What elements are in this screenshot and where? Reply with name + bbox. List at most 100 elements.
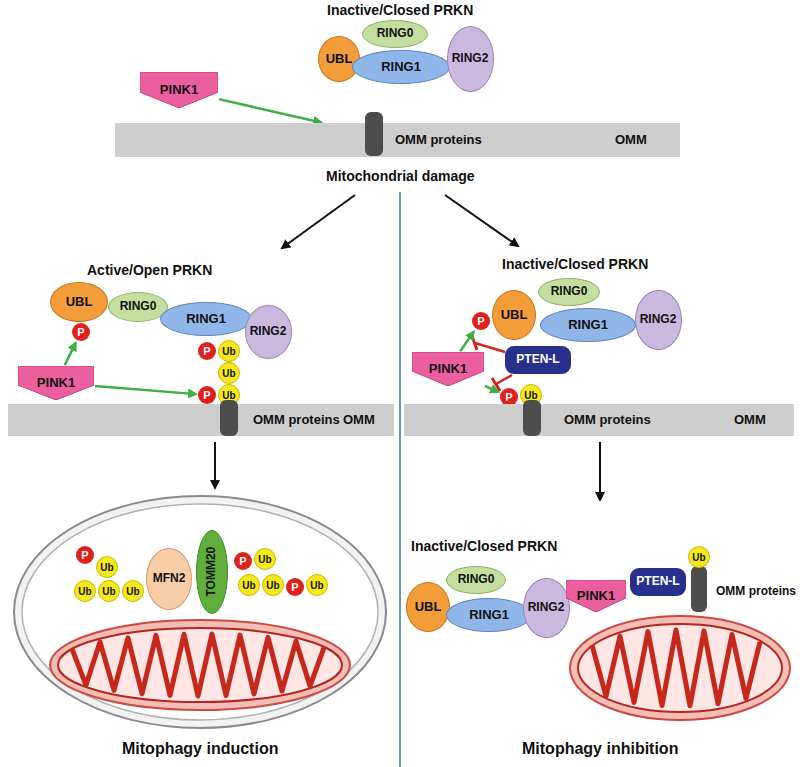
- flow-arrow: [445, 195, 518, 246]
- annotation-label: OMM proteins: [714, 584, 798, 598]
- node-label: RING1: [469, 608, 509, 622]
- node-label: PINK1: [37, 376, 75, 390]
- phospho-circle: P: [234, 552, 252, 570]
- node-label: Ub: [78, 586, 91, 597]
- ring0-domain: RING0: [538, 278, 600, 306]
- node-label: OMM proteins: [395, 133, 482, 147]
- node-label: Ub: [524, 390, 537, 401]
- ring2-domain: RING2: [447, 26, 494, 92]
- node-label: PTEN-L: [636, 575, 679, 588]
- panel-divider: [399, 192, 401, 767]
- omm-protein-cylinder: [691, 566, 707, 612]
- node-label: OMM: [734, 413, 766, 427]
- ring0-domain: RING0: [362, 20, 428, 48]
- ring1-domain: RING1: [446, 598, 532, 632]
- node-label: UBL: [501, 308, 528, 322]
- ubiquitin-circle: Ub: [306, 574, 328, 596]
- ubl-domain: UBL: [492, 290, 536, 340]
- node-label: P: [203, 389, 210, 401]
- node-label: P: [77, 326, 84, 338]
- ubiquitin-circle: Ub: [122, 580, 144, 602]
- ubl-domain: UBL: [50, 282, 108, 322]
- phosphorylation-arrow: [95, 386, 196, 394]
- ubiquitin-circle: Ub: [218, 362, 240, 384]
- node-label: UBL: [415, 600, 442, 614]
- node-label: OMM: [343, 413, 375, 427]
- tomm20-protein: TOMM20: [196, 530, 228, 614]
- annotation-label: Inactive/Closed PRKN: [325, 2, 475, 18]
- node-label: Ub: [222, 346, 235, 357]
- phosphorylation-arrow: [219, 99, 321, 122]
- inhibition-line: [475, 343, 505, 352]
- node-label: Ub: [266, 580, 279, 591]
- ring1-domain: RING1: [160, 302, 252, 336]
- flow-arrow: [282, 195, 355, 248]
- node-label: RING2: [640, 313, 677, 326]
- ring2-domain: RING2: [523, 578, 570, 638]
- annotation-label: Inactive/Closed PRKN: [409, 538, 559, 554]
- ubiquitin-circle: Ub: [218, 340, 240, 362]
- node-label: P: [203, 345, 210, 357]
- inhibition-line: [496, 375, 512, 384]
- flow-arrow: [214, 442, 216, 488]
- annotation-label: Mitophagy induction: [120, 740, 280, 758]
- omm-protein-cylinder: [523, 400, 541, 436]
- mitochondrion: [570, 616, 790, 720]
- node-label: RING0: [458, 573, 495, 586]
- omm-protein-cylinder: [365, 112, 383, 156]
- phosphorylation-arrow: [485, 386, 498, 392]
- ring2-domain: RING2: [635, 290, 682, 350]
- annotation-label: Active/Open PRKN: [85, 262, 214, 278]
- node-label: OMM proteins: [253, 413, 340, 427]
- node-label: RING1: [568, 318, 608, 332]
- node-label: OMM: [615, 133, 647, 147]
- node-label: UBL: [66, 295, 93, 309]
- outer-membrane-band: OMM proteins OMM: [115, 123, 680, 157]
- pten-l-box: PTEN-L: [630, 568, 686, 596]
- pink1-kinase: PINK1: [412, 352, 484, 386]
- ring2-domain: RING2: [245, 305, 292, 359]
- node-label: RING0: [120, 300, 157, 313]
- annotation-label: Mitophagy inhibition: [520, 740, 680, 758]
- node-label: Ub: [222, 390, 235, 401]
- ring0-domain: RING0: [446, 566, 506, 594]
- node-label: Ub: [258, 554, 271, 565]
- outer-membrane-band: OMM proteinsOMM: [8, 404, 394, 436]
- node-label: P: [477, 315, 484, 327]
- annotation-label: Mitochondrial damage: [324, 168, 477, 184]
- node-label: RING2: [528, 601, 565, 614]
- node-label: RING2: [250, 325, 287, 338]
- phospho-circle: P: [72, 323, 90, 341]
- autophagosome: [14, 496, 386, 728]
- ubiquitin-circle: Ub: [688, 546, 710, 568]
- pink1-kinase: PINK1: [566, 580, 626, 612]
- ring1-domain: RING1: [352, 50, 450, 84]
- flow-arrow: [599, 442, 601, 500]
- phosphorylation-arrow: [460, 332, 473, 352]
- node-label: RING0: [551, 285, 588, 298]
- ubiquitin-circle: Ub: [74, 580, 96, 602]
- node-label: P: [239, 555, 246, 567]
- inhibition-bar: [472, 336, 477, 350]
- node-label: Ub: [102, 586, 115, 597]
- pten-l-box: PTEN-L: [505, 346, 571, 374]
- node-label: P: [505, 391, 512, 403]
- node-label: PINK1: [429, 362, 467, 376]
- phosphorylation-arrow: [65, 343, 76, 365]
- annotation-label: Inactive/Closed PRKN: [500, 256, 650, 272]
- node-label: RING1: [186, 312, 226, 326]
- ubiquitin-circle: Ub: [98, 580, 120, 602]
- node-label: RING0: [377, 27, 414, 40]
- pink1-kinase: PINK1: [140, 72, 218, 108]
- phospho-circle: P: [198, 386, 216, 404]
- node-label: MFN2: [153, 572, 186, 585]
- ring0-domain: RING0: [108, 292, 168, 322]
- node-label: Ub: [222, 368, 235, 379]
- node-label: P: [291, 581, 298, 593]
- node-label: PTEN-L: [516, 353, 559, 366]
- omm-protein-cylinder: [220, 400, 238, 436]
- node-label: PINK1: [577, 589, 615, 603]
- node-label: P: [81, 549, 88, 561]
- node-label: Ub: [310, 580, 323, 591]
